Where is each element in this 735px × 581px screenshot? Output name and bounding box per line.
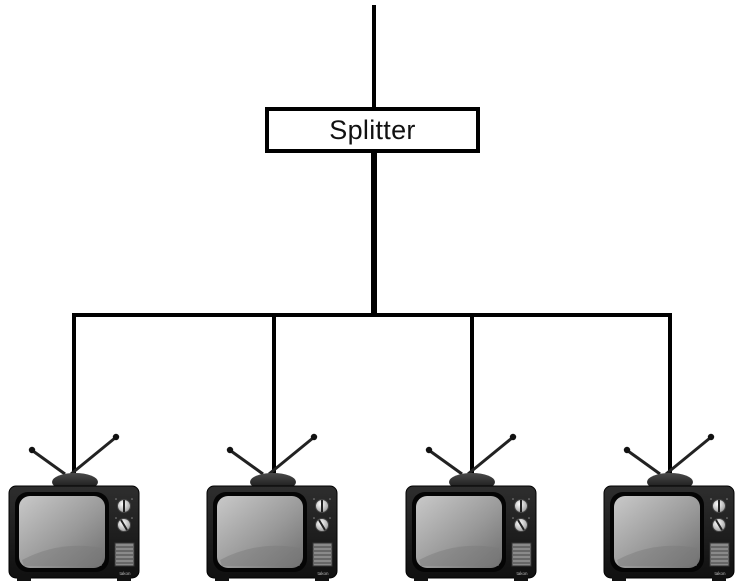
television-icon: takon — [404, 432, 538, 581]
tv-brand-label: takon — [119, 571, 131, 576]
television-icon: takon — [205, 432, 339, 581]
tv-brand-label: takon — [516, 571, 528, 576]
splitter-box: Splitter — [265, 107, 480, 153]
tv-brand-label: takon — [714, 571, 726, 576]
television-icon: takon — [7, 432, 141, 581]
television-icon: takon — [602, 432, 735, 581]
splitter-label: Splitter — [329, 114, 416, 145]
tv-brand-label: takon — [317, 571, 329, 576]
